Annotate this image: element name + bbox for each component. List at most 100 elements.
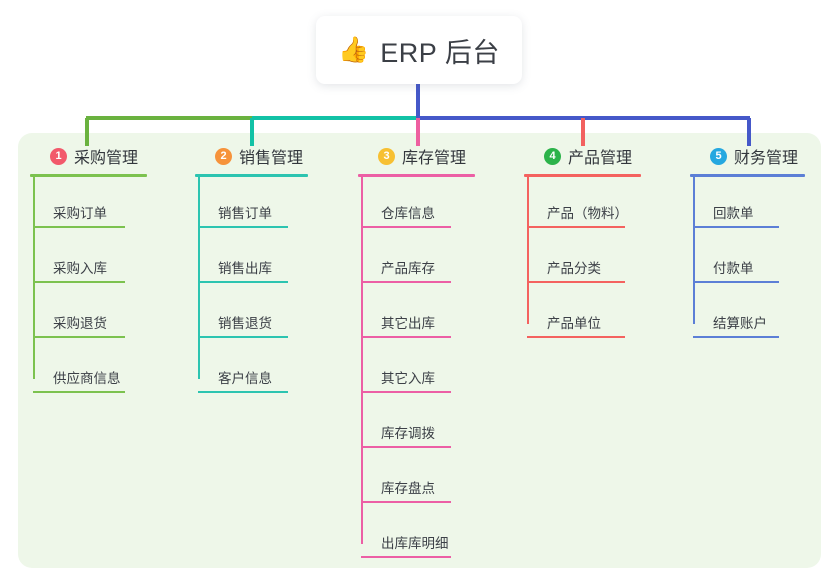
branch-item[interactable]: 供应商信息 xyxy=(30,342,180,397)
branch-item-underline xyxy=(198,336,288,338)
branch-header-3[interactable]: 3 库存管理 xyxy=(358,144,508,168)
branch-item-underline xyxy=(198,226,288,228)
branch-item-label: 其它出库 xyxy=(381,316,435,331)
branch-item[interactable]: 出库库明细 xyxy=(358,507,508,562)
branch-item[interactable]: 销售出库 xyxy=(195,232,343,287)
branch-header-underline xyxy=(690,174,805,177)
branch-item[interactable]: 采购退货 xyxy=(30,287,180,342)
branch-item[interactable]: 回款单 xyxy=(690,177,830,232)
branch-header-label: 财务管理 xyxy=(734,150,799,167)
branch-item-underline xyxy=(361,336,451,338)
branch-item-label: 销售退货 xyxy=(218,316,272,331)
branch-item-underline xyxy=(33,226,125,228)
branch-item[interactable]: 采购订单 xyxy=(30,177,180,232)
branch-header-1[interactable]: 1 采购管理 xyxy=(30,144,180,168)
branch-item-label: 产品库存 xyxy=(381,261,435,276)
branch-header-underline xyxy=(30,174,147,177)
branch-item-label: 产品单位 xyxy=(547,316,601,331)
branch-header-label: 库存管理 xyxy=(402,150,467,167)
branch-header-label: 产品管理 xyxy=(568,150,633,167)
branch-item[interactable]: 库存调拨 xyxy=(358,397,508,452)
branch-column-5: 5 财务管理回款单付款单结算账户 xyxy=(690,144,830,342)
branch-item[interactable]: 销售退货 xyxy=(195,287,343,342)
branch-item-underline xyxy=(361,281,451,283)
branch-column-3: 3 库存管理仓库信息产品库存其它出库其它入库库存调拨库存盘点出库库明细 xyxy=(358,144,508,562)
branch-item-underline xyxy=(527,336,625,338)
branch-item-label: 销售订单 xyxy=(218,206,272,221)
branch-spine-line xyxy=(33,177,35,379)
branch-number-badge: 2 xyxy=(215,147,232,165)
branch-header-underline xyxy=(195,174,308,177)
branch-item-underline xyxy=(361,226,451,228)
branch-item[interactable]: 库存盘点 xyxy=(358,452,508,507)
branch-item[interactable]: 仓库信息 xyxy=(358,177,508,232)
branch-item-label: 采购退货 xyxy=(53,316,107,331)
branch-number-badge: 4 xyxy=(544,147,561,165)
branch-item-underline xyxy=(33,281,125,283)
branch-header-5[interactable]: 5 财务管理 xyxy=(690,144,830,168)
branch-item-label: 结算账户 xyxy=(713,316,767,331)
branch-item-underline xyxy=(361,501,451,503)
branch-item-label: 仓库信息 xyxy=(381,206,435,221)
branch-item-label: 回款单 xyxy=(713,206,754,221)
branch-item-underline xyxy=(693,281,779,283)
branch-spine-line xyxy=(361,177,363,544)
branch-number-badge: 1 xyxy=(50,147,67,165)
branch-item-underline xyxy=(361,391,451,393)
branch-item-label: 销售出库 xyxy=(218,261,272,276)
branch-item[interactable]: 产品单位 xyxy=(524,287,676,342)
branch-header-underline xyxy=(524,174,641,177)
branch-item-underline xyxy=(693,226,779,228)
branch-item-underline xyxy=(198,391,288,393)
branch-item-label: 产品分类 xyxy=(547,261,601,276)
branch-number-badge: 5 xyxy=(710,147,727,165)
branch-item-underline xyxy=(33,336,125,338)
branch-item-underline xyxy=(527,281,625,283)
root-node-erp-backend[interactable]: 👍 ERP 后台 xyxy=(316,16,522,84)
branch-number-badge: 3 xyxy=(378,147,395,165)
branch-item-list: 销售订单销售出库销售退货客户信息 xyxy=(195,177,343,397)
branch-item-list: 产品（物料） 产品分类产品单位 xyxy=(524,177,676,342)
branch-item-underline xyxy=(693,336,779,338)
branch-item-list: 采购订单采购入库采购退货供应商信息 xyxy=(30,177,180,397)
branch-item-list: 回款单付款单结算账户 xyxy=(690,177,830,342)
branch-item[interactable]: 产品分类 xyxy=(524,232,676,287)
branch-item[interactable]: 客户信息 xyxy=(195,342,343,397)
branch-item[interactable]: 产品库存 xyxy=(358,232,508,287)
branch-item-underline xyxy=(527,226,625,228)
branch-item[interactable]: 销售订单 xyxy=(195,177,343,232)
branch-spine-line xyxy=(693,177,695,324)
branch-column-4: 4 产品管理产品（物料） 产品分类产品单位 xyxy=(524,144,676,342)
branch-item-label: 付款单 xyxy=(713,261,754,276)
root-node-title: ERP 后台 xyxy=(380,37,500,68)
branch-item-label: 出库库明细 xyxy=(381,536,449,551)
branch-header-4[interactable]: 4 产品管理 xyxy=(524,144,676,168)
thumbs-up-icon: 👍 xyxy=(338,35,370,64)
branch-item-underline xyxy=(33,391,125,393)
branch-item-label: 其它入库 xyxy=(381,371,435,386)
branch-item[interactable]: 付款单 xyxy=(690,232,830,287)
branch-item[interactable]: 采购入库 xyxy=(30,232,180,287)
branch-spine-line xyxy=(527,177,529,324)
branch-header-label: 采购管理 xyxy=(74,150,139,167)
branch-item-underline xyxy=(198,281,288,283)
branch-item[interactable]: 其它入库 xyxy=(358,342,508,397)
branches-panel xyxy=(18,133,821,568)
branch-column-1: 1 采购管理采购订单采购入库采购退货供应商信息 xyxy=(30,144,180,397)
branch-item-label: 采购入库 xyxy=(53,261,107,276)
branch-item-underline xyxy=(361,556,451,558)
branch-item-label: 供应商信息 xyxy=(53,371,121,386)
branch-item-label: 库存调拨 xyxy=(381,426,435,441)
branch-item[interactable]: 产品（物料） xyxy=(524,177,676,232)
branch-item-label: 采购订单 xyxy=(53,206,107,221)
branch-item-label: 库存盘点 xyxy=(381,481,435,496)
branch-item[interactable]: 其它出库 xyxy=(358,287,508,342)
branch-item-label: 客户信息 xyxy=(218,371,272,386)
branch-item-label: 产品（物料） xyxy=(547,206,628,221)
branch-item[interactable]: 结算账户 xyxy=(690,287,830,342)
branch-item-underline xyxy=(361,446,451,448)
